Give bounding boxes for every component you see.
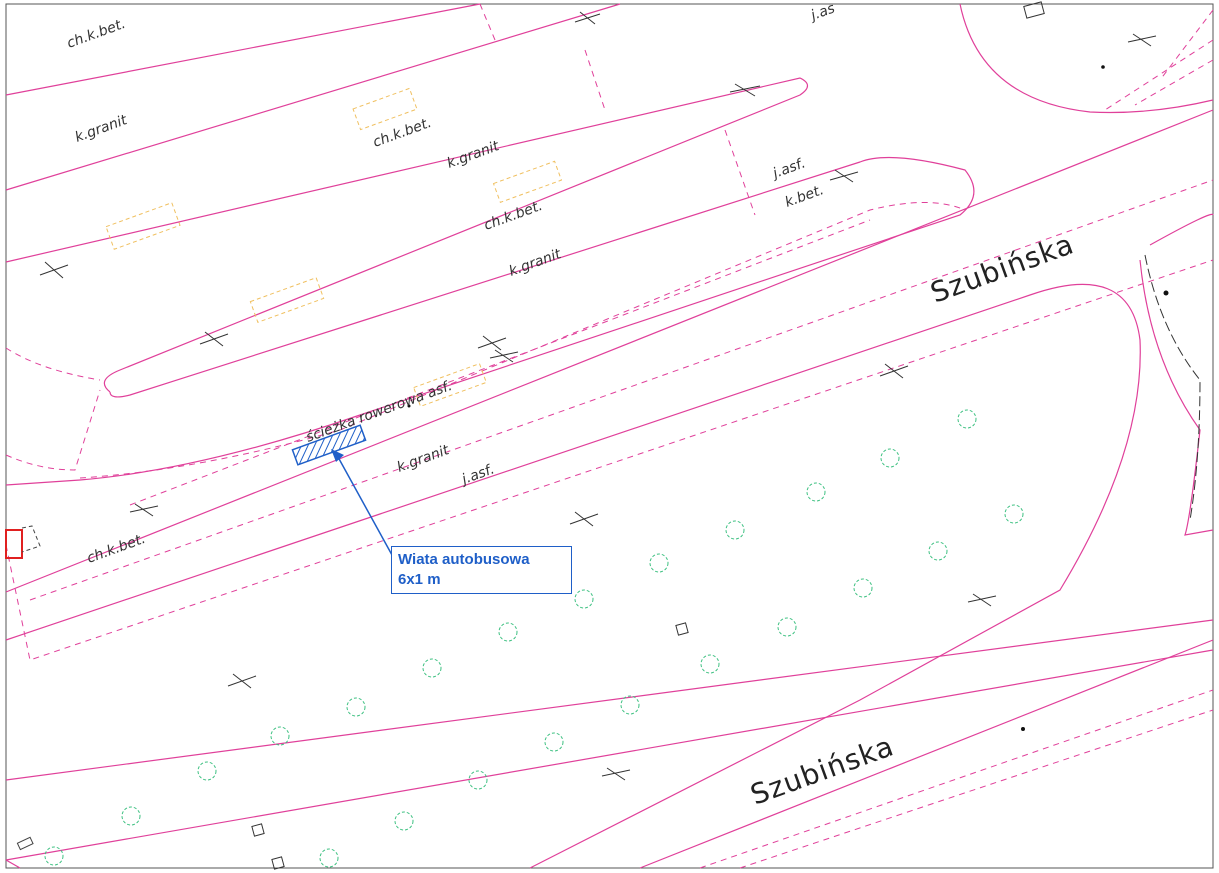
label-ch-k-bet: ch.k.bet. <box>482 198 545 234</box>
lamp-symbols <box>39 11 1157 781</box>
label-k-granit: k.granit <box>73 112 130 146</box>
label-k-granit: k.granit <box>445 138 502 172</box>
tree-symbols <box>44 409 1024 868</box>
label-j-asf: j.asf. <box>769 155 808 182</box>
callout-arrowhead <box>331 449 344 462</box>
bus-shelter-callout: Wiata autobusowa 6x1 m <box>391 546 572 594</box>
bus-shelter-symbol <box>291 424 367 466</box>
map-frame <box>5 3 1214 869</box>
building-outline <box>21 525 41 553</box>
label-ch-k-bet: ch.k.bet. <box>65 16 128 52</box>
callout-title: Wiata autobusowa <box>398 551 530 568</box>
street-name-szubinska: Szubińska <box>926 227 1078 309</box>
small-squares <box>251 1 1045 870</box>
street-name-szubinska: Szubińska <box>746 729 898 811</box>
small-object-outline <box>16 836 34 851</box>
existing-parking-outlines <box>105 87 563 408</box>
label-ch-k-bet: ch.k.bet. <box>371 115 434 151</box>
label-bike-path: ścieżka rowerowa asf. <box>304 378 454 446</box>
red-marker <box>5 529 23 559</box>
label-k-bet: k.bet. <box>783 182 826 211</box>
dashed-boundaries <box>5 3 1214 869</box>
label-k-granit: k.granit <box>395 442 452 476</box>
point-dots <box>407 65 1169 731</box>
callout-leader <box>337 456 393 556</box>
callout-size: 6x1 m <box>398 571 441 588</box>
label-k-granit: k.granit <box>507 246 564 280</box>
label-j-asf: j.asf. <box>458 461 497 488</box>
boundary-line-black <box>1144 254 1201 521</box>
road-boundaries <box>5 3 1214 869</box>
